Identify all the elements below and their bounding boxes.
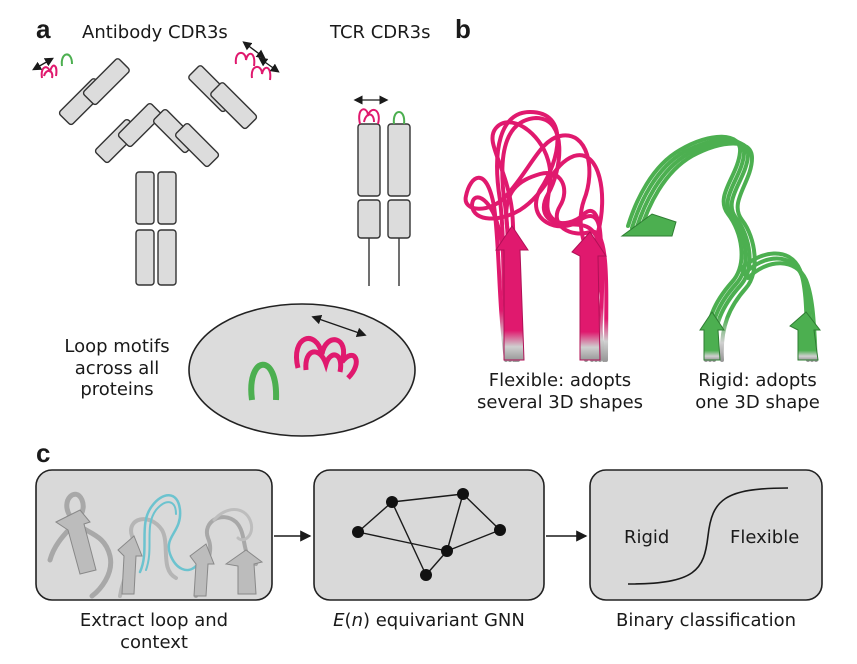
rigid-motif-shape	[248, 361, 280, 401]
antibody-cdr3s-label: Antibody CDR3s	[82, 22, 228, 43]
rigid-loop-strands	[620, 213, 822, 361]
antibody-left-cdr-loops	[40, 53, 73, 79]
rigid-caption: Rigid: adopts one 3D shape	[680, 370, 835, 413]
gnn-node	[386, 496, 398, 508]
gnn-caption-e: E	[333, 610, 345, 631]
extract-loop-caption-line-1: Extract loop and	[79, 610, 229, 631]
gnn-node	[420, 569, 432, 581]
antibody-left-arrow	[32, 57, 54, 71]
loop-motifs-line-2: across all	[74, 357, 160, 379]
gnn-caption-n: n	[351, 610, 363, 631]
flexible-motif-shape	[294, 336, 359, 380]
gnn-node	[352, 526, 364, 538]
classification-box	[589, 469, 823, 601]
gnn-node	[457, 488, 469, 500]
extract-loop-caption-line-2: context	[120, 631, 188, 653]
antibody-diagram	[58, 58, 258, 286]
flexible-loop-strands	[495, 225, 607, 361]
sigmoid-curve	[627, 487, 789, 585]
extract-loop-caption: Extract loop and context	[36, 610, 272, 653]
flexible-caption-line-1: Flexible: adopts	[488, 370, 632, 391]
panel-letter-b: b	[455, 14, 471, 44]
tcr-cdr-loops	[358, 108, 406, 125]
protein-beta-strands	[55, 509, 264, 597]
loop-motif-space	[188, 303, 416, 437]
loop-motifs-line-1: Loop motifs	[64, 336, 170, 357]
gnn-node	[441, 545, 453, 557]
gnn-node	[494, 524, 506, 536]
loop-motifs-line-3: proteins	[80, 379, 154, 401]
gnn-graph-nodes	[352, 488, 506, 581]
flexible-caption: Flexible: adopts several 3D shapes	[455, 370, 665, 413]
gnn-box	[313, 469, 545, 601]
antibody-right-arrow-2	[258, 57, 280, 73]
tcr-cdr3s-label: TCR CDR3s	[330, 22, 431, 43]
panel-c-workflow: Rigid Flexible	[35, 469, 823, 601]
rigid-class-label: Rigid	[624, 527, 669, 548]
gnn-graph-edges	[357, 493, 501, 576]
motif-flexibility-arrow	[311, 314, 367, 338]
gnn-caption-rest: ) equivariant GNN	[362, 610, 525, 631]
tcr-diagram	[357, 123, 411, 286]
panel-letter-c: c	[36, 438, 51, 468]
gnn-caption-open: (	[344, 610, 352, 631]
antibody-right-cdr-loops	[234, 52, 272, 81]
flexible-class-label: Flexible	[730, 527, 799, 548]
antibody-right-arrow-1	[242, 41, 266, 59]
rigid-caption-line-1: Rigid: adopts	[698, 370, 817, 391]
panel-letter-a: a	[36, 14, 51, 44]
flexible-caption-line-2: several 3D shapes	[476, 391, 644, 413]
rigid-caption-line-2: one 3D shape	[695, 391, 820, 413]
panel-ab-illustration	[32, 41, 822, 437]
gnn-caption: E(n) equivariant GNN	[314, 610, 544, 632]
loop-motifs-label: Loop motifs across all proteins	[52, 336, 182, 401]
rigid-loop-ensemble	[626, 134, 818, 362]
classification-caption: Binary classification	[616, 610, 796, 631]
